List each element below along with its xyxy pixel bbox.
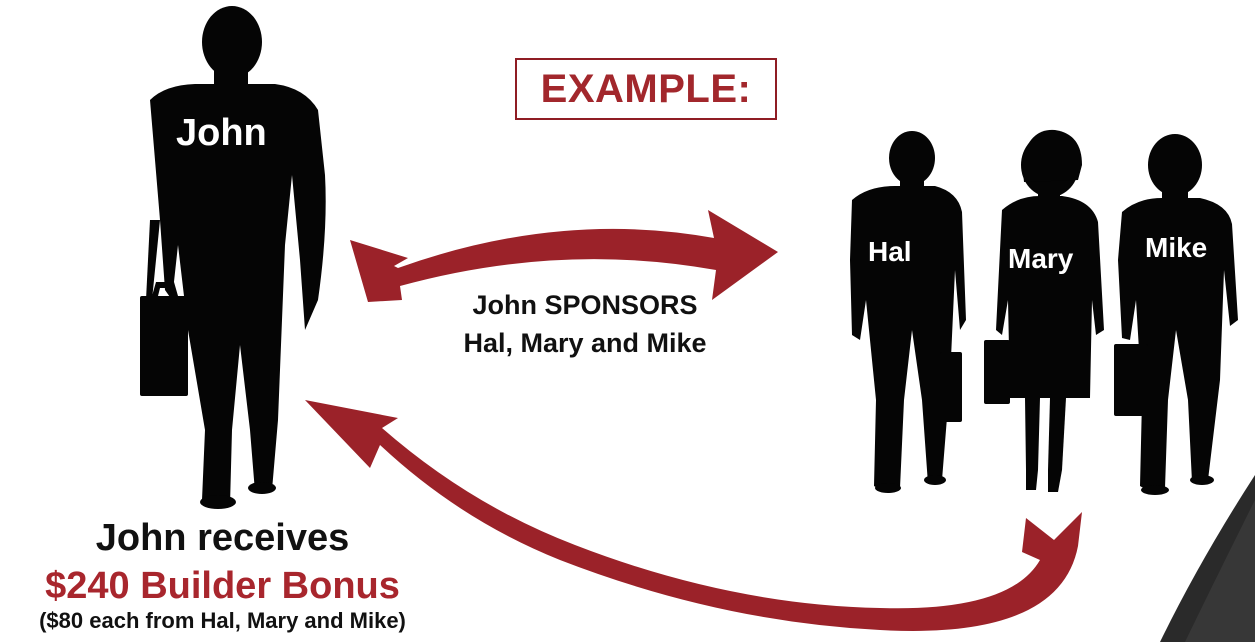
bonus-caption-line1: John receives: [95, 517, 350, 559]
mike-label: Mike: [1145, 232, 1208, 263]
hal-label: Hal: [868, 236, 912, 267]
sponsor-caption: John SPONSORS Hal, Mary and Mike: [405, 286, 765, 362]
example-title: EXAMPLE:: [540, 66, 752, 111]
sponsor-caption-line1: John SPONSORS: [472, 290, 698, 320]
mary-label: Mary: [1008, 243, 1074, 274]
hal-silhouette: [850, 131, 966, 493]
corner-texture: [1160, 475, 1255, 642]
bonus-arrow: [305, 400, 1082, 631]
mike-silhouette: [1114, 134, 1238, 495]
john-silhouette: [140, 6, 326, 509]
bonus-caption-amount: $240 Builder Bonus: [45, 565, 400, 607]
bonus-caption-detail: ($80 each from Hal, Mary and Mike): [39, 608, 406, 633]
john-label: John: [176, 112, 267, 154]
mary-silhouette: [984, 129, 1104, 492]
sponsor-arrow: [350, 210, 778, 302]
example-title-box: EXAMPLE:: [515, 58, 777, 120]
sponsor-caption-line2: Hal, Mary and Mike: [463, 328, 707, 358]
